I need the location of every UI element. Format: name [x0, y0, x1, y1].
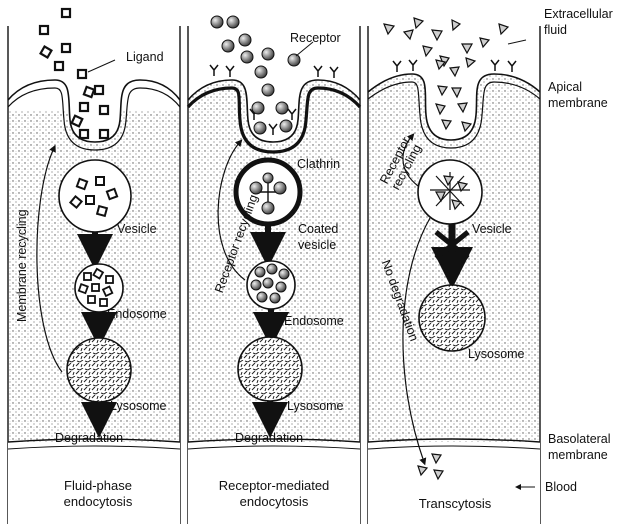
lysosome-3	[419, 285, 485, 351]
extracellular-fluid-label: Extracellular fluid	[544, 6, 613, 38]
panel-receptor-mediated	[188, 16, 360, 524]
degradation-label-2: Degradation	[235, 431, 303, 445]
panel-title-receptor-mediated: Receptor-mediated endocytosis	[198, 478, 350, 510]
endosome-label-2: Endosome	[284, 314, 344, 328]
membrane-recycling-label: Membrane recycling	[15, 209, 29, 322]
title-line-2: endocytosis	[240, 494, 309, 509]
basolateral-membrane-label: Basolateral membrane	[548, 431, 611, 463]
ligand-label: Ligand	[126, 50, 164, 64]
degradation-label-1: Degradation	[55, 431, 123, 445]
vesicle-label-2: vesicle	[298, 238, 336, 252]
extracellular-line-2: fluid	[544, 23, 567, 37]
vesicle-label-1: Vesicle	[117, 222, 157, 236]
basolateral-line-1: Basolateral	[548, 432, 611, 446]
title-line-1: Fluid-phase	[64, 478, 132, 493]
panel-fluid-phase	[8, 9, 180, 524]
lysosome-label-1: Lysosome	[110, 399, 167, 413]
endosome-label-1: Endosome	[107, 307, 167, 321]
lysosome-2	[238, 337, 302, 401]
panel-title-fluid-phase: Fluid-phase endocytosis	[28, 478, 168, 510]
lysosome-label-3: Lysosome	[468, 347, 525, 361]
panel-title-transcytosis: Transcytosis	[390, 496, 520, 512]
lysosome-label-2: Lysosome	[287, 399, 344, 413]
apical-line-2: membrane	[548, 96, 608, 110]
receptor-label: Receptor	[290, 31, 341, 45]
apical-membrane-label: Apical membrane	[548, 79, 608, 111]
apical-line-1: Apical	[548, 80, 582, 94]
vesicle-label-3: Vesicle	[472, 222, 512, 236]
title-line-2: endocytosis	[64, 494, 133, 509]
clathrin-label: Clathrin	[297, 157, 340, 171]
blood-label: Blood	[545, 480, 577, 494]
extracellular-line-1: Extracellular	[544, 7, 613, 21]
basolateral-line-2: membrane	[548, 448, 608, 462]
lysosome-1	[67, 338, 131, 402]
coated-label: Coated	[298, 222, 338, 236]
title-line-1: Receptor-mediated	[219, 478, 330, 493]
